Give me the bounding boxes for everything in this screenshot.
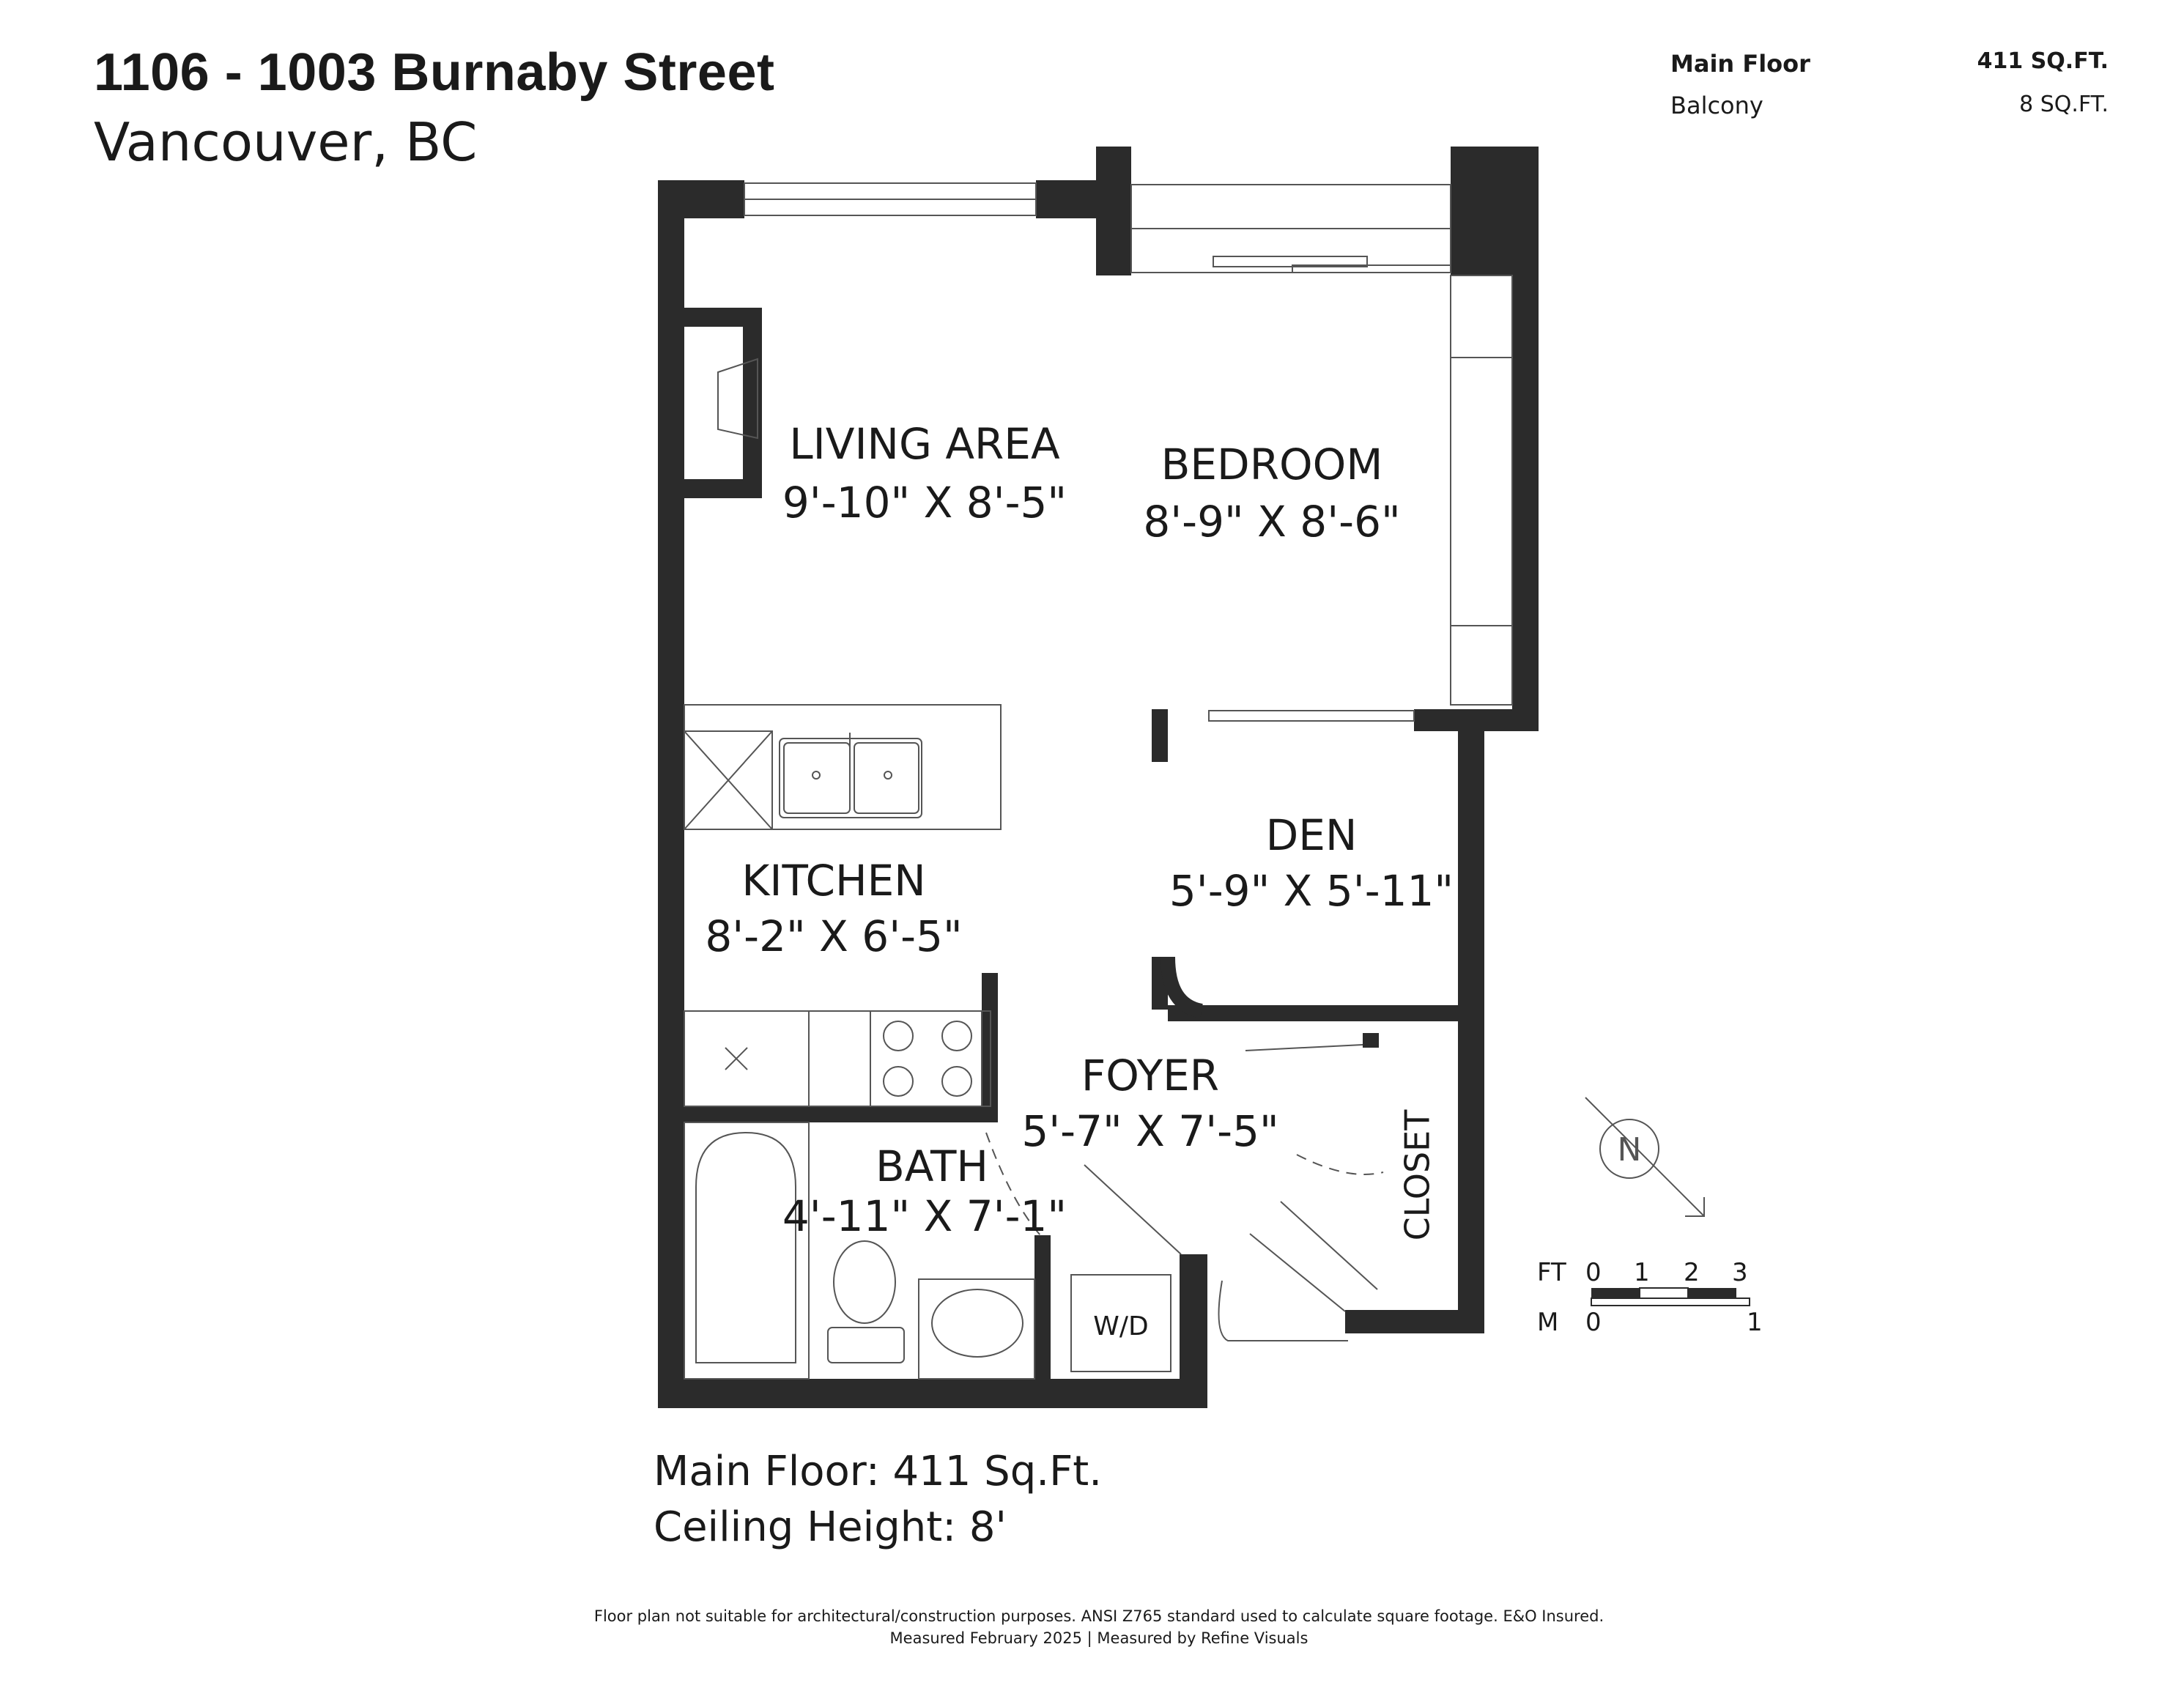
fridge xyxy=(684,1010,810,1107)
bedroom-name: BEDROOM xyxy=(1161,440,1383,489)
scale-ft-tick-2: 2 xyxy=(1684,1258,1700,1287)
foyer-size: 5'-7" X 7'-5" xyxy=(1021,1106,1278,1156)
wall-top-left xyxy=(658,180,744,218)
stove xyxy=(870,1010,982,1107)
compass: N xyxy=(1585,1097,1705,1217)
page-title: 1106 - 1003 Burnaby Street xyxy=(94,43,775,102)
living-area-name: LIVING AREA xyxy=(789,419,1060,469)
scale-seg-1 xyxy=(1591,1288,1640,1298)
footer-disclaimer: Floor plan not suitable for architectura… xyxy=(593,1607,1604,1625)
room-labels: LIVING AREA 9'-10" X 8'-5" BEDROOM 8'-9"… xyxy=(705,419,1454,1341)
summary-main-floor: Main Floor: 411 Sq.Ft. xyxy=(654,1448,1103,1495)
wall-top-mid xyxy=(1036,180,1096,218)
washer-dryer xyxy=(1070,1274,1171,1372)
wall-bottom xyxy=(658,1379,1207,1408)
closet-bedroom xyxy=(1450,275,1513,706)
scale-seg-2 xyxy=(1639,1287,1689,1299)
dishwasher xyxy=(684,730,773,830)
wall-laundry-right xyxy=(1180,1254,1207,1408)
door-closet-top xyxy=(1245,1044,1363,1051)
area-value-balcony: 8 SQ.FT. xyxy=(2019,92,2109,117)
door-closet xyxy=(1249,1233,1346,1312)
area-label-main-floor: Main Floor xyxy=(1670,50,1810,78)
door-laundry xyxy=(1084,1164,1182,1255)
scale-m-bar xyxy=(1591,1298,1750,1306)
area-label-balcony: Balcony xyxy=(1670,92,1763,119)
fixtures xyxy=(684,358,1384,1380)
door-den-slider xyxy=(1208,710,1415,722)
toilet xyxy=(833,1240,896,1324)
lower-counter xyxy=(684,1010,991,1107)
kitchen-size: 8'-2" X 6'-5" xyxy=(705,911,962,961)
bath-name: BATH xyxy=(876,1141,988,1191)
compass-north: N xyxy=(1618,1131,1642,1169)
scale-m-label: M xyxy=(1537,1308,1558,1337)
compass-circle xyxy=(1599,1119,1659,1179)
fireplace xyxy=(717,358,758,440)
bath-size: 4'-11" X 7'-1" xyxy=(782,1191,1067,1241)
footer-measured: Measured February 2025 | Measured by Ref… xyxy=(889,1629,1308,1647)
kitchen-name: KITCHEN xyxy=(741,856,925,906)
wall-right-bedroom xyxy=(1512,234,1539,731)
wd-label: W/D xyxy=(1093,1311,1148,1341)
scale-ft-tick-3: 3 xyxy=(1732,1258,1748,1287)
wall-pier-left xyxy=(1096,147,1131,275)
summary-ceiling-height: Ceiling Height: 8' xyxy=(654,1503,1007,1551)
kitchen-counter xyxy=(684,704,1002,830)
scale-ft-tick-0: 0 xyxy=(1585,1258,1602,1287)
bedroom-size: 8'-9" X 8'-6" xyxy=(1143,497,1400,547)
exterior-walls xyxy=(658,147,1539,1408)
scale-ft-tick-1: 1 xyxy=(1634,1258,1650,1287)
page-subtitle: Vancouver, BC xyxy=(94,111,478,173)
wall-den-stub-top xyxy=(1152,709,1168,762)
den-size: 5'-9" X 5'-11" xyxy=(1169,866,1454,916)
fireplace-wall-side xyxy=(743,308,762,498)
scale-bar: FT 0 1 2 3 M 0 1 xyxy=(1537,1258,1763,1337)
foyer-name: FOYER xyxy=(1081,1051,1219,1100)
living-area-size: 9'-10" X 8'-5" xyxy=(782,478,1067,528)
wall-kitchen-bath xyxy=(684,1106,992,1122)
wall-bath-laundry xyxy=(1034,1235,1051,1408)
wall-closet-bottom xyxy=(1345,1310,1484,1333)
den-name: DEN xyxy=(1266,810,1358,860)
windows xyxy=(744,182,1513,722)
scale-ft-label: FT xyxy=(1537,1258,1566,1287)
wall-left xyxy=(658,180,684,1408)
area-value-main-floor: 411 SQ.FT. xyxy=(1977,48,2109,74)
bathtub xyxy=(684,1122,810,1380)
scale-seg-3 xyxy=(1688,1288,1736,1298)
wall-closet-stub xyxy=(1363,1033,1379,1048)
scale-m-tick-1: 1 xyxy=(1747,1308,1763,1337)
closet-label: CLOSET xyxy=(1398,1109,1437,1241)
fireplace-wall-bottom xyxy=(684,479,762,498)
scale-m-tick-0: 0 xyxy=(1585,1308,1602,1337)
wall-den-bottom xyxy=(1168,1005,1468,1021)
vanity xyxy=(918,1278,1035,1380)
